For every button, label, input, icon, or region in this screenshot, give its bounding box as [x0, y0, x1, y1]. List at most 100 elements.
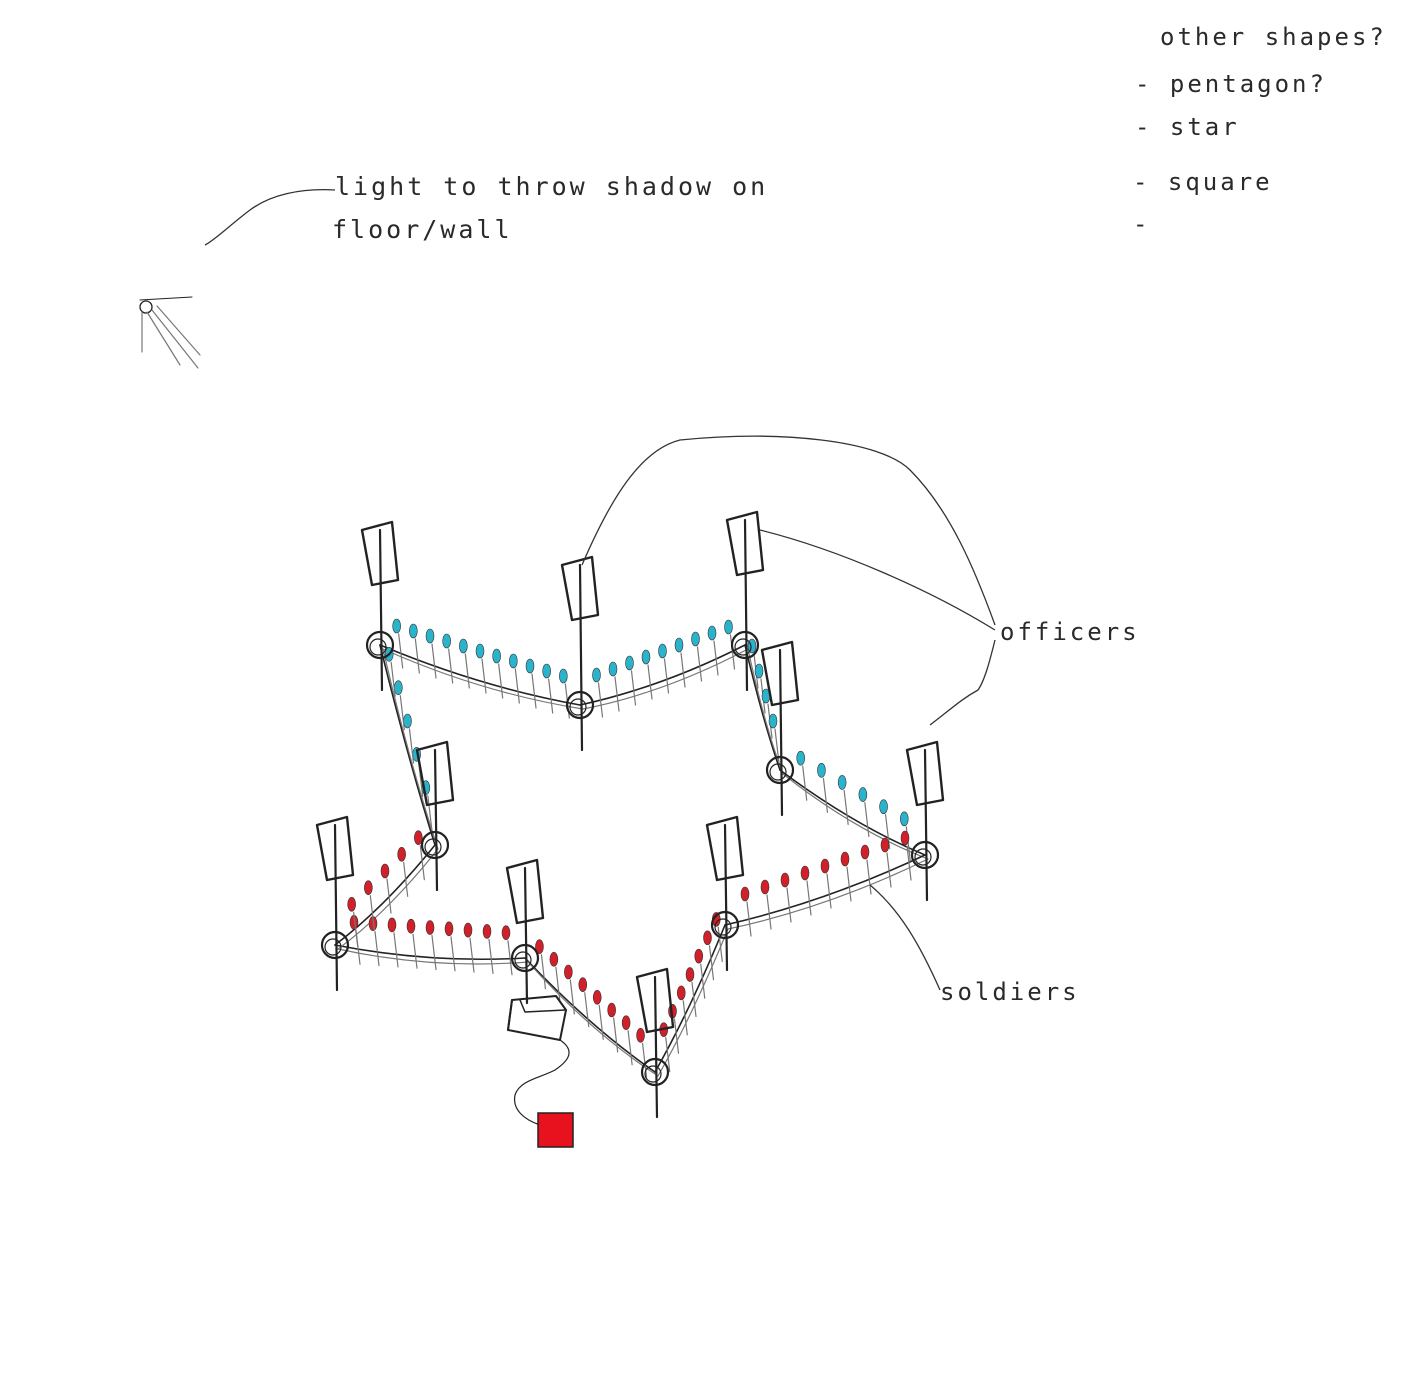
officer-flag-icon [415, 740, 455, 807]
soldier-stick [481, 658, 487, 694]
soldier-figure [592, 667, 601, 683]
soldier-figure [542, 663, 551, 679]
soldier-figure [817, 762, 826, 778]
note-line-2: - pentagon? [1135, 70, 1327, 98]
soldier-stick [369, 895, 375, 931]
officers-leader-3 [929, 639, 996, 726]
star-edge-shadow [337, 848, 439, 950]
star-edge-shadow [657, 928, 729, 1077]
soldier-stick [680, 652, 686, 688]
soldier-stick [469, 937, 475, 973]
soldier-figure [559, 668, 568, 684]
star-edge [379, 644, 436, 846]
soldier-figure [621, 1015, 631, 1030]
soldier-stick [464, 653, 470, 689]
soldier-figure [564, 964, 573, 980]
soldier-stick [548, 678, 554, 714]
soldier-stick [353, 911, 359, 947]
soldier-figure [625, 655, 634, 671]
soldier-figure [425, 920, 435, 935]
officer-pole [578, 563, 584, 752]
officer-base-inner [769, 763, 787, 781]
note-line-5: - [1133, 210, 1150, 238]
soldier-figure [387, 917, 397, 933]
soldier-figure [754, 663, 764, 679]
officer-base [320, 930, 350, 960]
soldier-figure [707, 625, 717, 641]
soldier-figure [509, 653, 518, 669]
officer-flag-icon [360, 520, 400, 587]
soldier-figure [380, 863, 390, 879]
soldier-stick [846, 866, 852, 902]
soldier-stick [399, 695, 405, 731]
officer-flag-icon [560, 555, 600, 622]
soldier-figure [592, 990, 602, 1005]
soldier-figure [658, 643, 667, 659]
soldier-stick [414, 638, 420, 674]
soldier-figure [425, 628, 435, 644]
soldier-stick [696, 646, 703, 682]
light-label-line-2: floor/wall [332, 215, 513, 244]
officer-pole [743, 518, 749, 692]
soldier-stick [886, 852, 892, 888]
officer-base-inner [914, 848, 932, 866]
officer-pole [923, 748, 929, 902]
soldier-stick [431, 934, 437, 971]
soldier-stick [746, 901, 752, 937]
soldier-stick [700, 963, 706, 999]
soldier-stick [569, 979, 575, 1015]
officer-pole [723, 823, 729, 972]
star-edge-shadow [337, 948, 529, 965]
officer-pole [778, 648, 784, 817]
star-edge-shadow [527, 961, 659, 1077]
soldier-figure [685, 967, 695, 982]
star-edge [524, 957, 656, 1073]
soldier-figure [406, 918, 416, 934]
soldier-stick [431, 643, 437, 679]
soldier-figure [768, 713, 778, 729]
soldier-stick [630, 670, 637, 706]
soldier-figure [780, 872, 790, 888]
soldier-stick [906, 845, 912, 881]
star-edge-shadow [382, 648, 439, 850]
soldier-figure [347, 897, 356, 912]
soldier-stick [408, 728, 415, 764]
officer-base-inner [424, 838, 442, 856]
soldier-stick [514, 668, 520, 704]
soldier-stick [531, 673, 537, 709]
soldier-stick [374, 930, 380, 967]
soldier-stick [843, 789, 849, 826]
soldier-stick [691, 981, 697, 1018]
officer-base [765, 755, 795, 785]
soldier-stick [647, 664, 653, 700]
soldier-figure [676, 985, 686, 1001]
star-edge [579, 644, 746, 706]
soldier-stick [398, 633, 404, 669]
officer-base [710, 910, 740, 940]
note-line-3: - star [1135, 113, 1240, 141]
star-edge [334, 844, 436, 946]
star-edge [654, 924, 726, 1073]
soldier-stick [507, 940, 513, 976]
soldier-figure [837, 775, 847, 790]
soldier-figure [482, 924, 492, 939]
soldier-stick [498, 663, 504, 699]
officer-flag-icon [315, 815, 355, 882]
officer-flag-icon [635, 967, 675, 1034]
soldier-figure [740, 886, 750, 902]
star-edge [379, 644, 581, 706]
light-leader-line [204, 189, 336, 246]
officer-base [365, 630, 395, 660]
soldier-figure [820, 858, 830, 874]
officer-base-inner [514, 951, 532, 969]
officer-base [640, 1057, 670, 1087]
soldier-figure [549, 952, 559, 967]
soldier-stick [613, 1017, 619, 1053]
soldier-figure [525, 658, 535, 674]
soldier-figure [459, 638, 468, 654]
officer-flag-icon [725, 510, 765, 577]
soldier-stick [641, 1042, 648, 1078]
officer-base-inner [324, 938, 342, 956]
soldier-stick [555, 966, 561, 1002]
